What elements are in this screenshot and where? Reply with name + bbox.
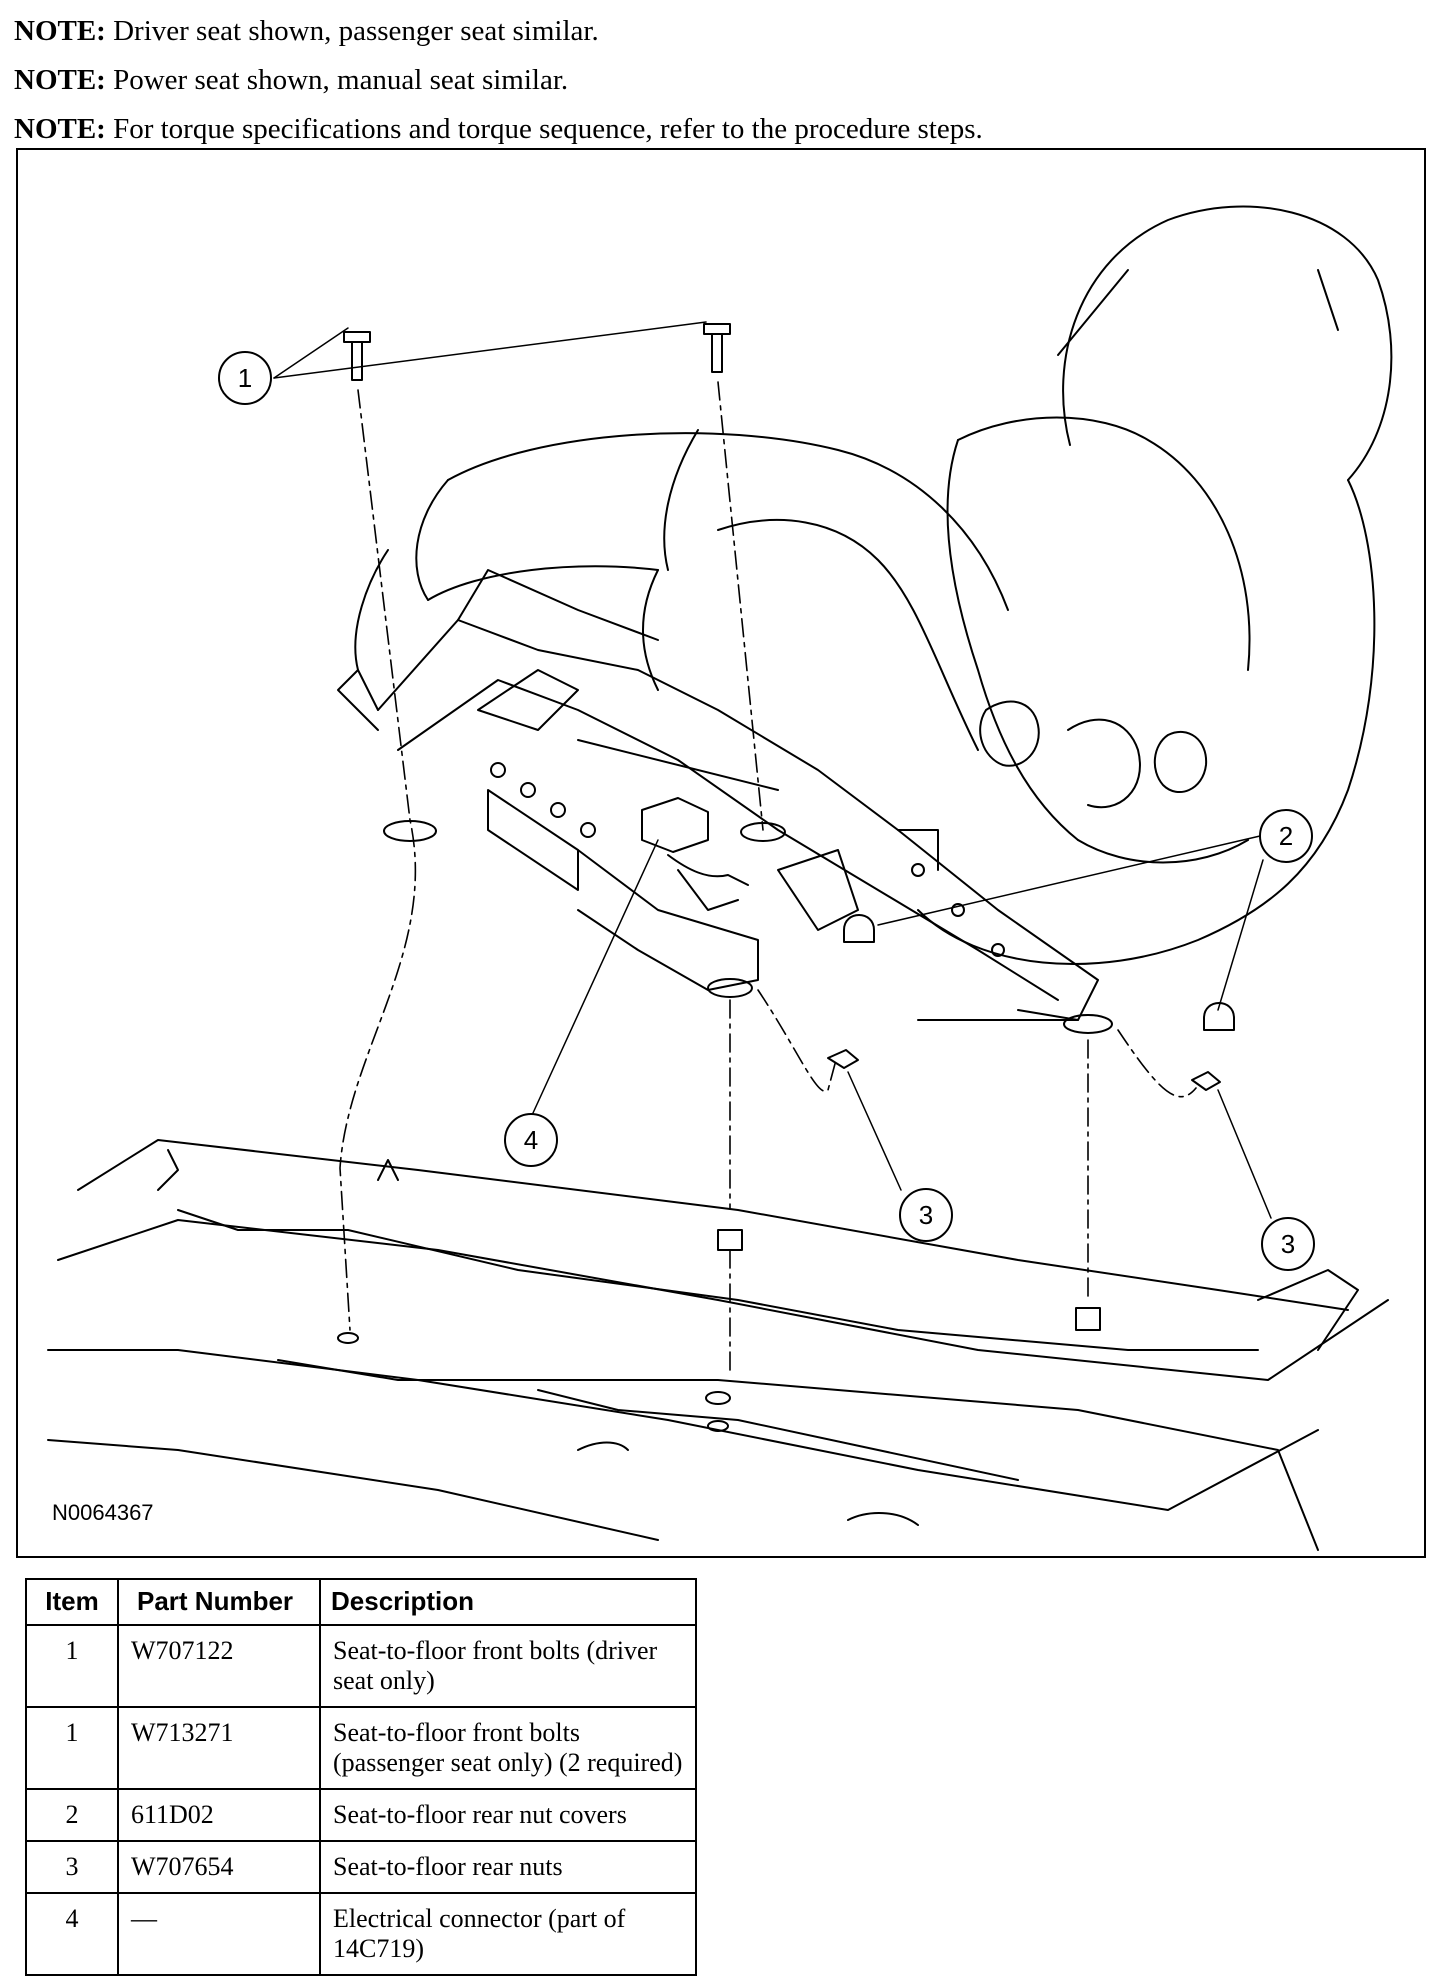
cell-item: 1 [25, 1624, 119, 1708]
note-label: NOTE: [14, 15, 106, 47]
electrical-connector-drawing [641, 797, 749, 911]
seat-cushion-drawing [337, 429, 1009, 751]
cell-part-number: W713271 [117, 1706, 321, 1790]
seat-exploded-diagram: 1 2 3 3 4 [47, 205, 1393, 1551]
cell-description: Seat-to-floor front bolts (passenger sea… [319, 1706, 697, 1790]
callout-circle [504, 1113, 558, 1167]
cell-item: 1 [25, 1706, 119, 1790]
cell-part-number: W707654 [117, 1840, 321, 1894]
seat-track-drawing [377, 569, 1113, 1034]
rear-nuts-drawing [827, 914, 1235, 1091]
cell-item: 3 [25, 1840, 119, 1894]
leader-lines [273, 321, 1272, 1219]
note-power-seat: NOTE: Power seat shown, manual seat simi… [14, 63, 568, 97]
table-row: 3 W707654 Seat-to-floor rear nuts [25, 1840, 697, 1894]
callout-label: 4 [524, 1125, 538, 1155]
cell-item: 4 [25, 1892, 119, 1976]
note-torque: NOTE: For torque specifications and torq… [14, 112, 983, 146]
header-item: Item [25, 1578, 119, 1626]
header-description: Description [319, 1578, 697, 1626]
header-part-number: Part Number [117, 1578, 321, 1626]
floor-pan-drawing [47, 1139, 1389, 1551]
table-header-row: Item Part Number Description [25, 1578, 697, 1626]
note-label: NOTE: [14, 64, 106, 96]
cell-description: Seat-to-floor front bolts (driver seat o… [319, 1624, 697, 1708]
front-bolts-drawing [343, 323, 731, 381]
seat-back-drawing [917, 205, 1393, 965]
note-text: Power seat shown, manual seat similar. [113, 64, 569, 96]
note-text: Driver seat shown, passenger seat simila… [113, 15, 599, 47]
callout-label: 2 [1279, 821, 1293, 851]
table-row: 1 W707122 Seat-to-floor front bolts (dri… [25, 1624, 697, 1708]
table-row: 2 611D02 Seat-to-floor rear nut covers [25, 1788, 697, 1842]
callout-label: 1 [238, 363, 252, 393]
cell-part-number: W707122 [117, 1624, 321, 1708]
table-row: 4 — Electrical connector (part of 14C719… [25, 1892, 697, 1976]
callout-label: 3 [919, 1200, 933, 1230]
note-text: For torque specifications and torque seq… [113, 113, 983, 145]
parts-table: Item Part Number Description 1 W707122 S… [25, 1578, 697, 1976]
cell-item: 2 [25, 1788, 119, 1842]
seat-installation-figure: 1 2 3 3 4 N0064367 [16, 148, 1426, 1558]
cell-part-number: 611D02 [117, 1788, 321, 1842]
callout-circle [218, 351, 272, 405]
figure-id: N0064367 [52, 1500, 154, 1525]
callout-circle [1259, 809, 1313, 863]
note-driver-seat: NOTE: Driver seat shown, passenger seat … [14, 14, 599, 48]
cell-description: Seat-to-floor rear nut covers [319, 1788, 697, 1842]
note-label: NOTE: [14, 113, 106, 145]
callout-circle [1261, 1217, 1315, 1271]
callout-circle [899, 1188, 953, 1242]
cell-description: Electrical connector (part of 14C719) [319, 1892, 697, 1976]
callouts [218, 351, 1315, 1271]
table-row: 1 W713271 Seat-to-floor front bolts (pas… [25, 1706, 697, 1790]
assembly-lines [339, 381, 1197, 1371]
cell-part-number: — [117, 1892, 321, 1976]
callout-label: 3 [1281, 1229, 1295, 1259]
cell-description: Seat-to-floor rear nuts [319, 1840, 697, 1894]
